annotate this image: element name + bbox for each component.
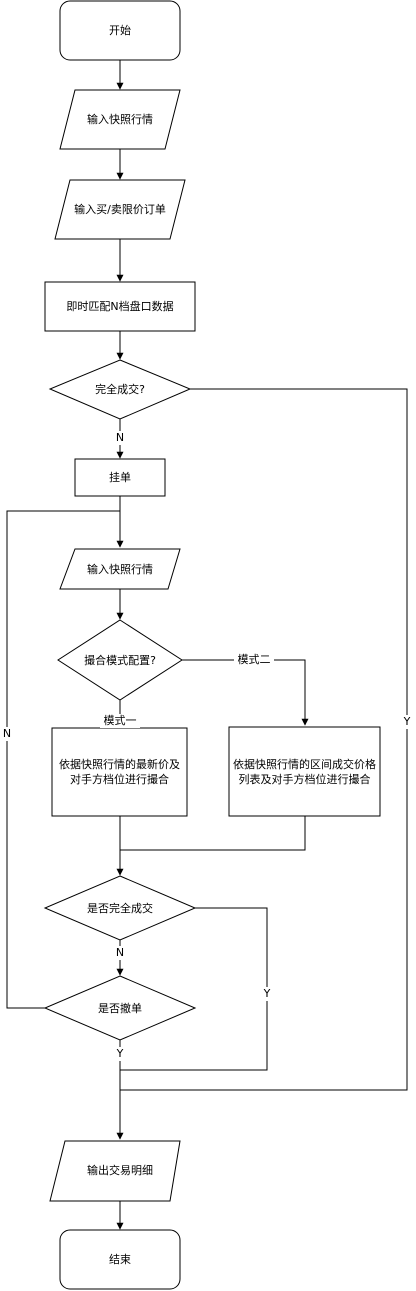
node-labels: 开始 输入快照行情 输入买/卖限价订单 即时匹配N档盘口数据 完全成交? 挂单 … [66, 23, 173, 1266]
edge-label-no-3: N [3, 727, 11, 740]
edge-labels: N Y 模式一 模式二 N Y N Y [0, 431, 414, 1061]
start-label: 开始 [109, 23, 131, 37]
match-depth-node [44, 281, 196, 332]
fully-filled-1-label: 完全成交? [95, 382, 145, 396]
edge-cancel-no-loop [6, 510, 120, 1009]
start-node [59, 0, 181, 61]
mode2-action-node [228, 726, 381, 817]
mode1-action-node [51, 727, 188, 817]
match-mode-config-label: 撮合模式配置? [84, 653, 156, 667]
edge-label-no-2: N [116, 946, 124, 959]
edge-mode2-merge [120, 816, 306, 851]
end-label: 结束 [109, 1253, 131, 1266]
fully-filled-2-node [43, 875, 197, 941]
input-snapshot-2-label: 输入快照行情 [87, 562, 153, 576]
pending-order-label: 挂单 [109, 470, 131, 484]
edge-label-yes-1: Y [403, 715, 411, 728]
input-snapshot-1-label: 输入快照行情 [87, 112, 153, 126]
fully-filled-2-label: 是否完全成交 [87, 901, 153, 915]
edge-label-mode1: 模式一 [104, 714, 137, 727]
edge-label-yes-2: Y [263, 987, 271, 1000]
nodes [43, 0, 381, 1290]
cancel-order-node [43, 975, 197, 1041]
edge-config-mode2 [182, 659, 309, 726]
cancel-order-label: 是否撤单 [98, 1001, 142, 1015]
edge-filled1-yes [120, 388, 408, 1091]
end-node [59, 1229, 181, 1290]
edge-label-yes-3: Y [116, 1047, 124, 1060]
output-details-node [49, 1140, 181, 1202]
edge-label-mode2: 模式二 [238, 653, 271, 666]
match-mode-config-node [57, 619, 183, 701]
input-limit-order-label: 输入买/卖限价订单 [74, 202, 166, 216]
input-snapshot-2-node [59, 548, 181, 590]
match-depth-label: 即时匹配N档盘口数据 [66, 299, 173, 313]
input-snapshot-1-node [59, 89, 181, 150]
input-limit-order-node [54, 179, 186, 240]
pending-order-node [74, 458, 166, 497]
fully-filled-1-node [48, 359, 192, 420]
output-details-label: 输出交易明细 [87, 1163, 153, 1177]
edge-label-no-1: N [116, 431, 124, 444]
